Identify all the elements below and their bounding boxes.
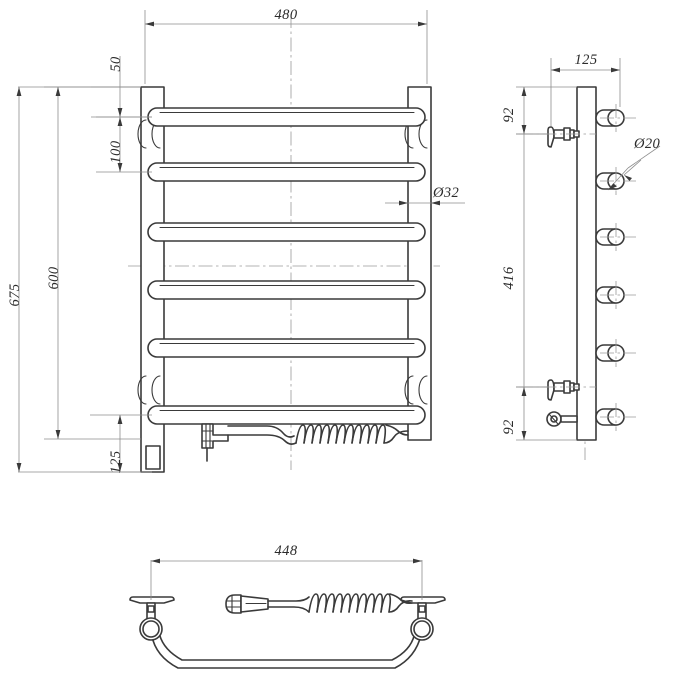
dim-diameter-20: Ø20 — [607, 136, 661, 191]
valve-bore — [550, 415, 558, 423]
bottom-tube-bore-right — [413, 620, 431, 638]
cable-tail-front-b — [385, 424, 409, 436]
wall-flange-upper — [547, 126, 555, 148]
dim-675: 675 — [7, 86, 141, 473]
right-rail — [404, 86, 432, 441]
rung-4 — [147, 280, 426, 300]
side-rung-3 — [595, 223, 636, 251]
dim-125-front-label: 125 — [108, 451, 124, 474]
bottom-mount-right — [400, 560, 446, 641]
dim-92-bottom-label: 92 — [501, 419, 517, 434]
cable-lead-front-b — [227, 434, 297, 445]
dim-448-label: 448 — [275, 543, 298, 559]
dim-600: 600 — [44, 86, 141, 440]
dim-100-label: 100 — [108, 140, 124, 163]
wall-flange-lower — [547, 379, 555, 401]
dim-diameter-20-label: Ø20 — [633, 136, 661, 152]
dim-675-label: 675 — [7, 284, 23, 307]
side-rung-4 — [595, 281, 636, 309]
cable-tail-bottom-a — [388, 600, 413, 613]
dim-92-top: 92 — [501, 86, 577, 135]
bottom-flange-left — [129, 596, 175, 604]
right-bracket-arc-lower-b — [418, 375, 428, 405]
power-cord-assembly-front — [201, 423, 409, 462]
bottom-pipe-outer — [150, 629, 423, 669]
right-bracket-arc-lower-a — [404, 375, 414, 405]
bottom-pipe-inner — [158, 631, 416, 661]
valve-stem — [560, 415, 578, 423]
dim-125-side: 125 — [550, 52, 621, 126]
side-rung-1 — [595, 104, 636, 132]
dim-92-top-label: 92 — [501, 107, 517, 122]
left-bracket-arc-lower-b — [151, 375, 161, 405]
rung-6 — [147, 405, 426, 425]
side-body-profile — [576, 86, 597, 441]
side-rung-6 — [595, 403, 636, 431]
cable-bot-bottom — [267, 606, 310, 613]
dim-125-front: 125 — [90, 414, 152, 474]
dim-diameter-32-label: Ø32 — [432, 185, 459, 201]
dim-92-bottom: 92 — [501, 386, 577, 441]
dim-416: 416 — [501, 133, 548, 388]
side-rung-group — [595, 104, 636, 431]
switch-box — [145, 445, 161, 470]
connection-valve — [546, 411, 578, 427]
dim-600-label: 600 — [46, 266, 62, 289]
dim-416-label: 416 — [501, 266, 517, 289]
dim-50-label: 50 — [108, 56, 124, 72]
dim-125-side-label: 125 — [575, 52, 598, 68]
side-rung-5 — [595, 339, 636, 367]
bottom-flange-right — [400, 596, 446, 604]
valve-hatch — [548, 413, 559, 425]
dim-480: 480 — [144, 7, 428, 84]
dim-480-label: 480 — [275, 7, 298, 23]
rung-2 — [147, 162, 426, 182]
bottom-mount-left — [129, 560, 175, 641]
front-view: 480 50 100 600 — [7, 7, 465, 473]
cable-tail-front-a — [383, 430, 409, 444]
cable-lead-front — [227, 425, 295, 438]
wall-bracket-upper — [519, 126, 596, 148]
cable-top-bottom — [267, 596, 310, 602]
cable-coil-front — [295, 424, 387, 444]
bottom-collar-left — [147, 605, 155, 613]
dim-448: 448 — [151, 543, 422, 564]
bottom-collar-right — [418, 605, 426, 613]
side-view: 125 92 416 92 — [501, 52, 661, 460]
dim-100: 100 — [96, 116, 152, 173]
rung-1 — [147, 107, 426, 127]
plug-head-bottom — [225, 594, 242, 614]
bottom-view: 448 — [129, 543, 446, 669]
left-rail — [137, 86, 165, 473]
rung-5 — [147, 338, 426, 358]
bottom-tube-bore-left — [142, 620, 160, 638]
cable-tail-bottom-b — [389, 593, 413, 604]
cable-coil-bottom — [308, 593, 392, 613]
rung-3 — [147, 222, 426, 242]
left-bracket-arc-upper-a — [137, 119, 147, 149]
dim-diameter-32: Ø32 — [385, 185, 465, 206]
left-bracket-arc-lower-a — [137, 375, 147, 405]
power-cord-assembly-bottom — [225, 593, 413, 614]
